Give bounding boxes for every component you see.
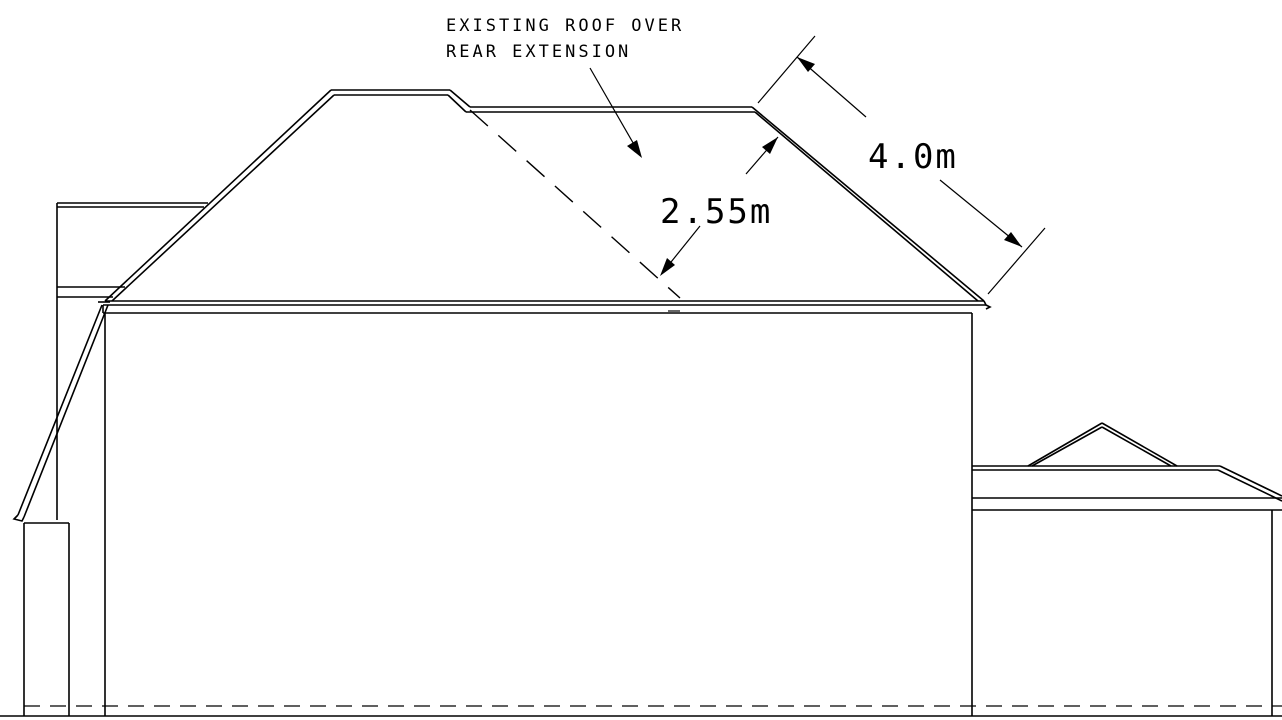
left-chimney-stack — [56, 202, 208, 520]
annotation-line-1: EXISTING ROOF OVER — [446, 16, 684, 36]
slope-dimension: 4.0m — [757, 35, 1046, 295]
arrowhead-upper — [762, 137, 778, 154]
main-house-wall — [104, 313, 973, 716]
annotation-line-2: REAR EXTENSION — [446, 42, 631, 62]
ground-line — [0, 705, 1282, 717]
right-extension — [972, 422, 1282, 716]
extension-line-top — [757, 35, 816, 104]
left-lower-roof-slope — [12, 301, 110, 522]
arrowhead-top — [797, 57, 815, 72]
left-outbuilding-wall — [23, 522, 70, 716]
extension-line-bottom — [987, 227, 1046, 295]
arrowhead-lower — [660, 258, 675, 276]
annotation-leader-arrow — [589, 67, 642, 158]
height-label: 2.55m — [660, 192, 772, 232]
roof-annotation: EXISTING ROOF OVER REAR EXTENSION — [446, 16, 684, 62]
slope-length-label: 4.0m — [868, 137, 958, 177]
hidden-extension-roof-line — [469, 109, 681, 299]
height-dimension: 2.55m — [660, 136, 779, 276]
main-hipped-roof — [102, 89, 992, 314]
arrowhead-bottom — [1004, 232, 1022, 247]
